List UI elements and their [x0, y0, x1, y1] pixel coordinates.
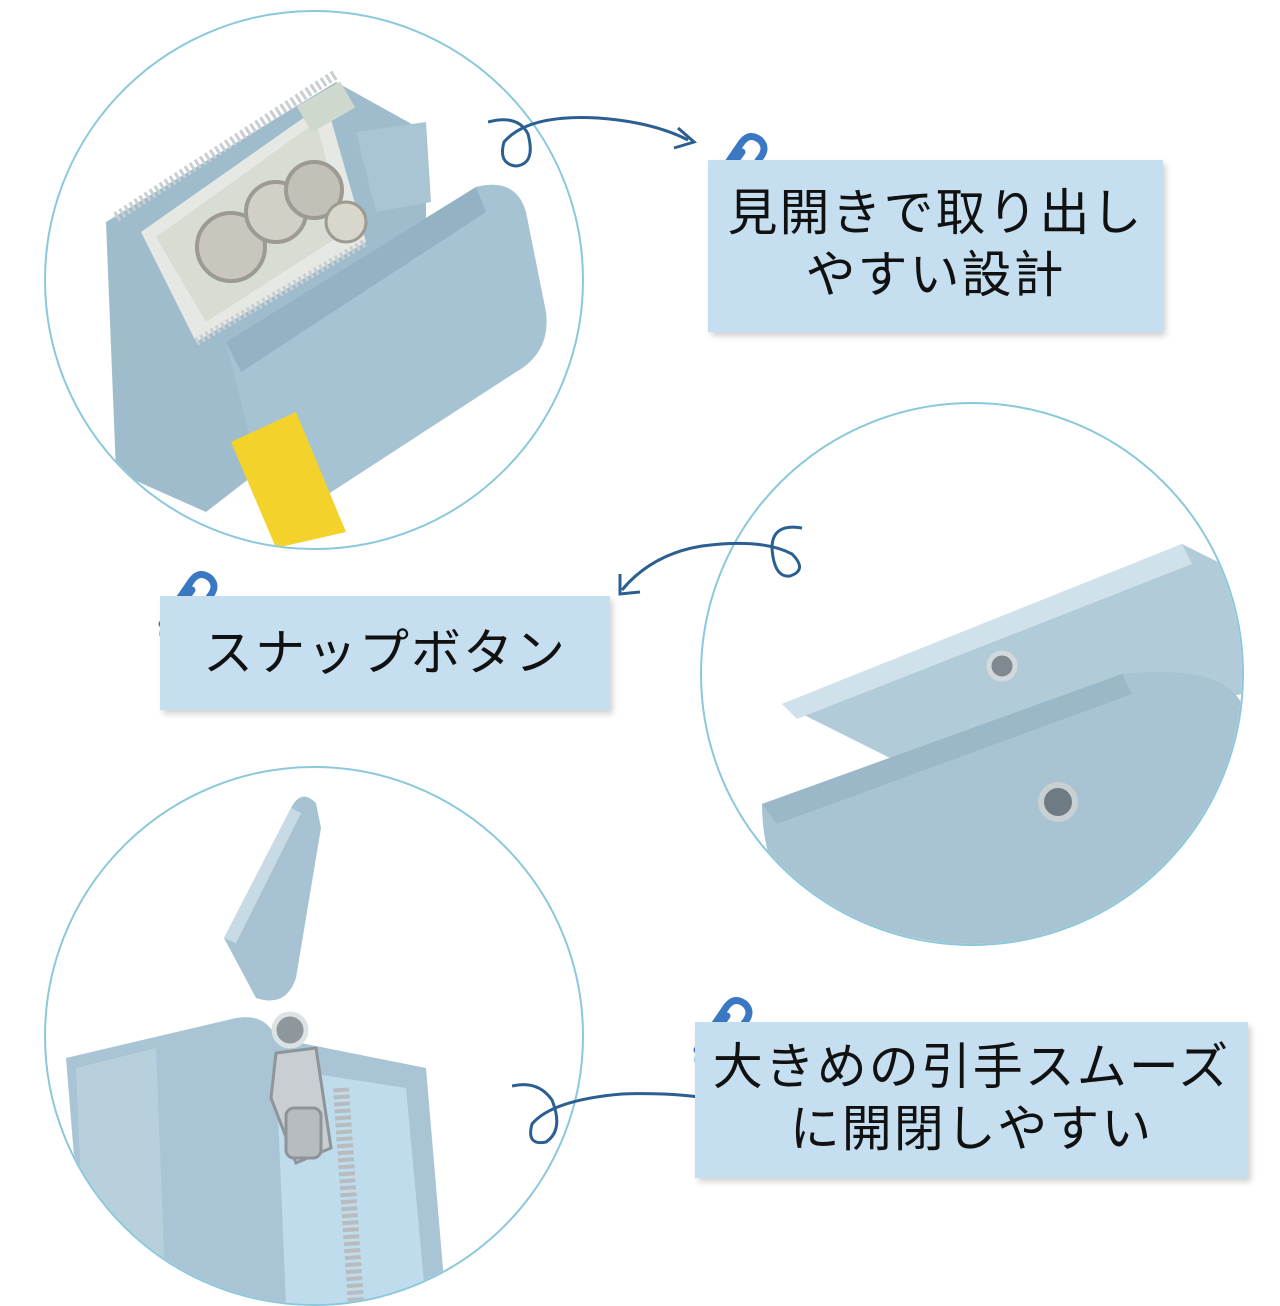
open-wallet-image: [106, 69, 547, 548]
feature-label-line: やすい設計: [805, 246, 1066, 304]
zipper-pull-image: [66, 796, 446, 1304]
feature-label-easy-access: 見開きで取り出し やすい設計: [708, 160, 1163, 332]
snap-button-image: [762, 544, 1242, 944]
feature-label-line: 大きめの引手スムーズ: [712, 1038, 1231, 1096]
feature-label-zipper-pull: 大きめの引手スムーズ に開閉しやすい: [695, 1022, 1248, 1178]
curved-arrow-icon: [488, 116, 698, 168]
photo-open-wallet: [44, 10, 584, 550]
photo-zipper-pull: [44, 766, 584, 1306]
feature-label-line: 見開きで取り出し: [727, 184, 1144, 242]
feature-label-line: スナップボタン: [203, 624, 567, 682]
feature-label-line: に開閉しやすい: [789, 1100, 1154, 1158]
photo-snap-button: [700, 402, 1244, 946]
feature-label-snap-button: スナップボタン: [160, 596, 610, 710]
curved-arrow-icon: [618, 525, 803, 596]
